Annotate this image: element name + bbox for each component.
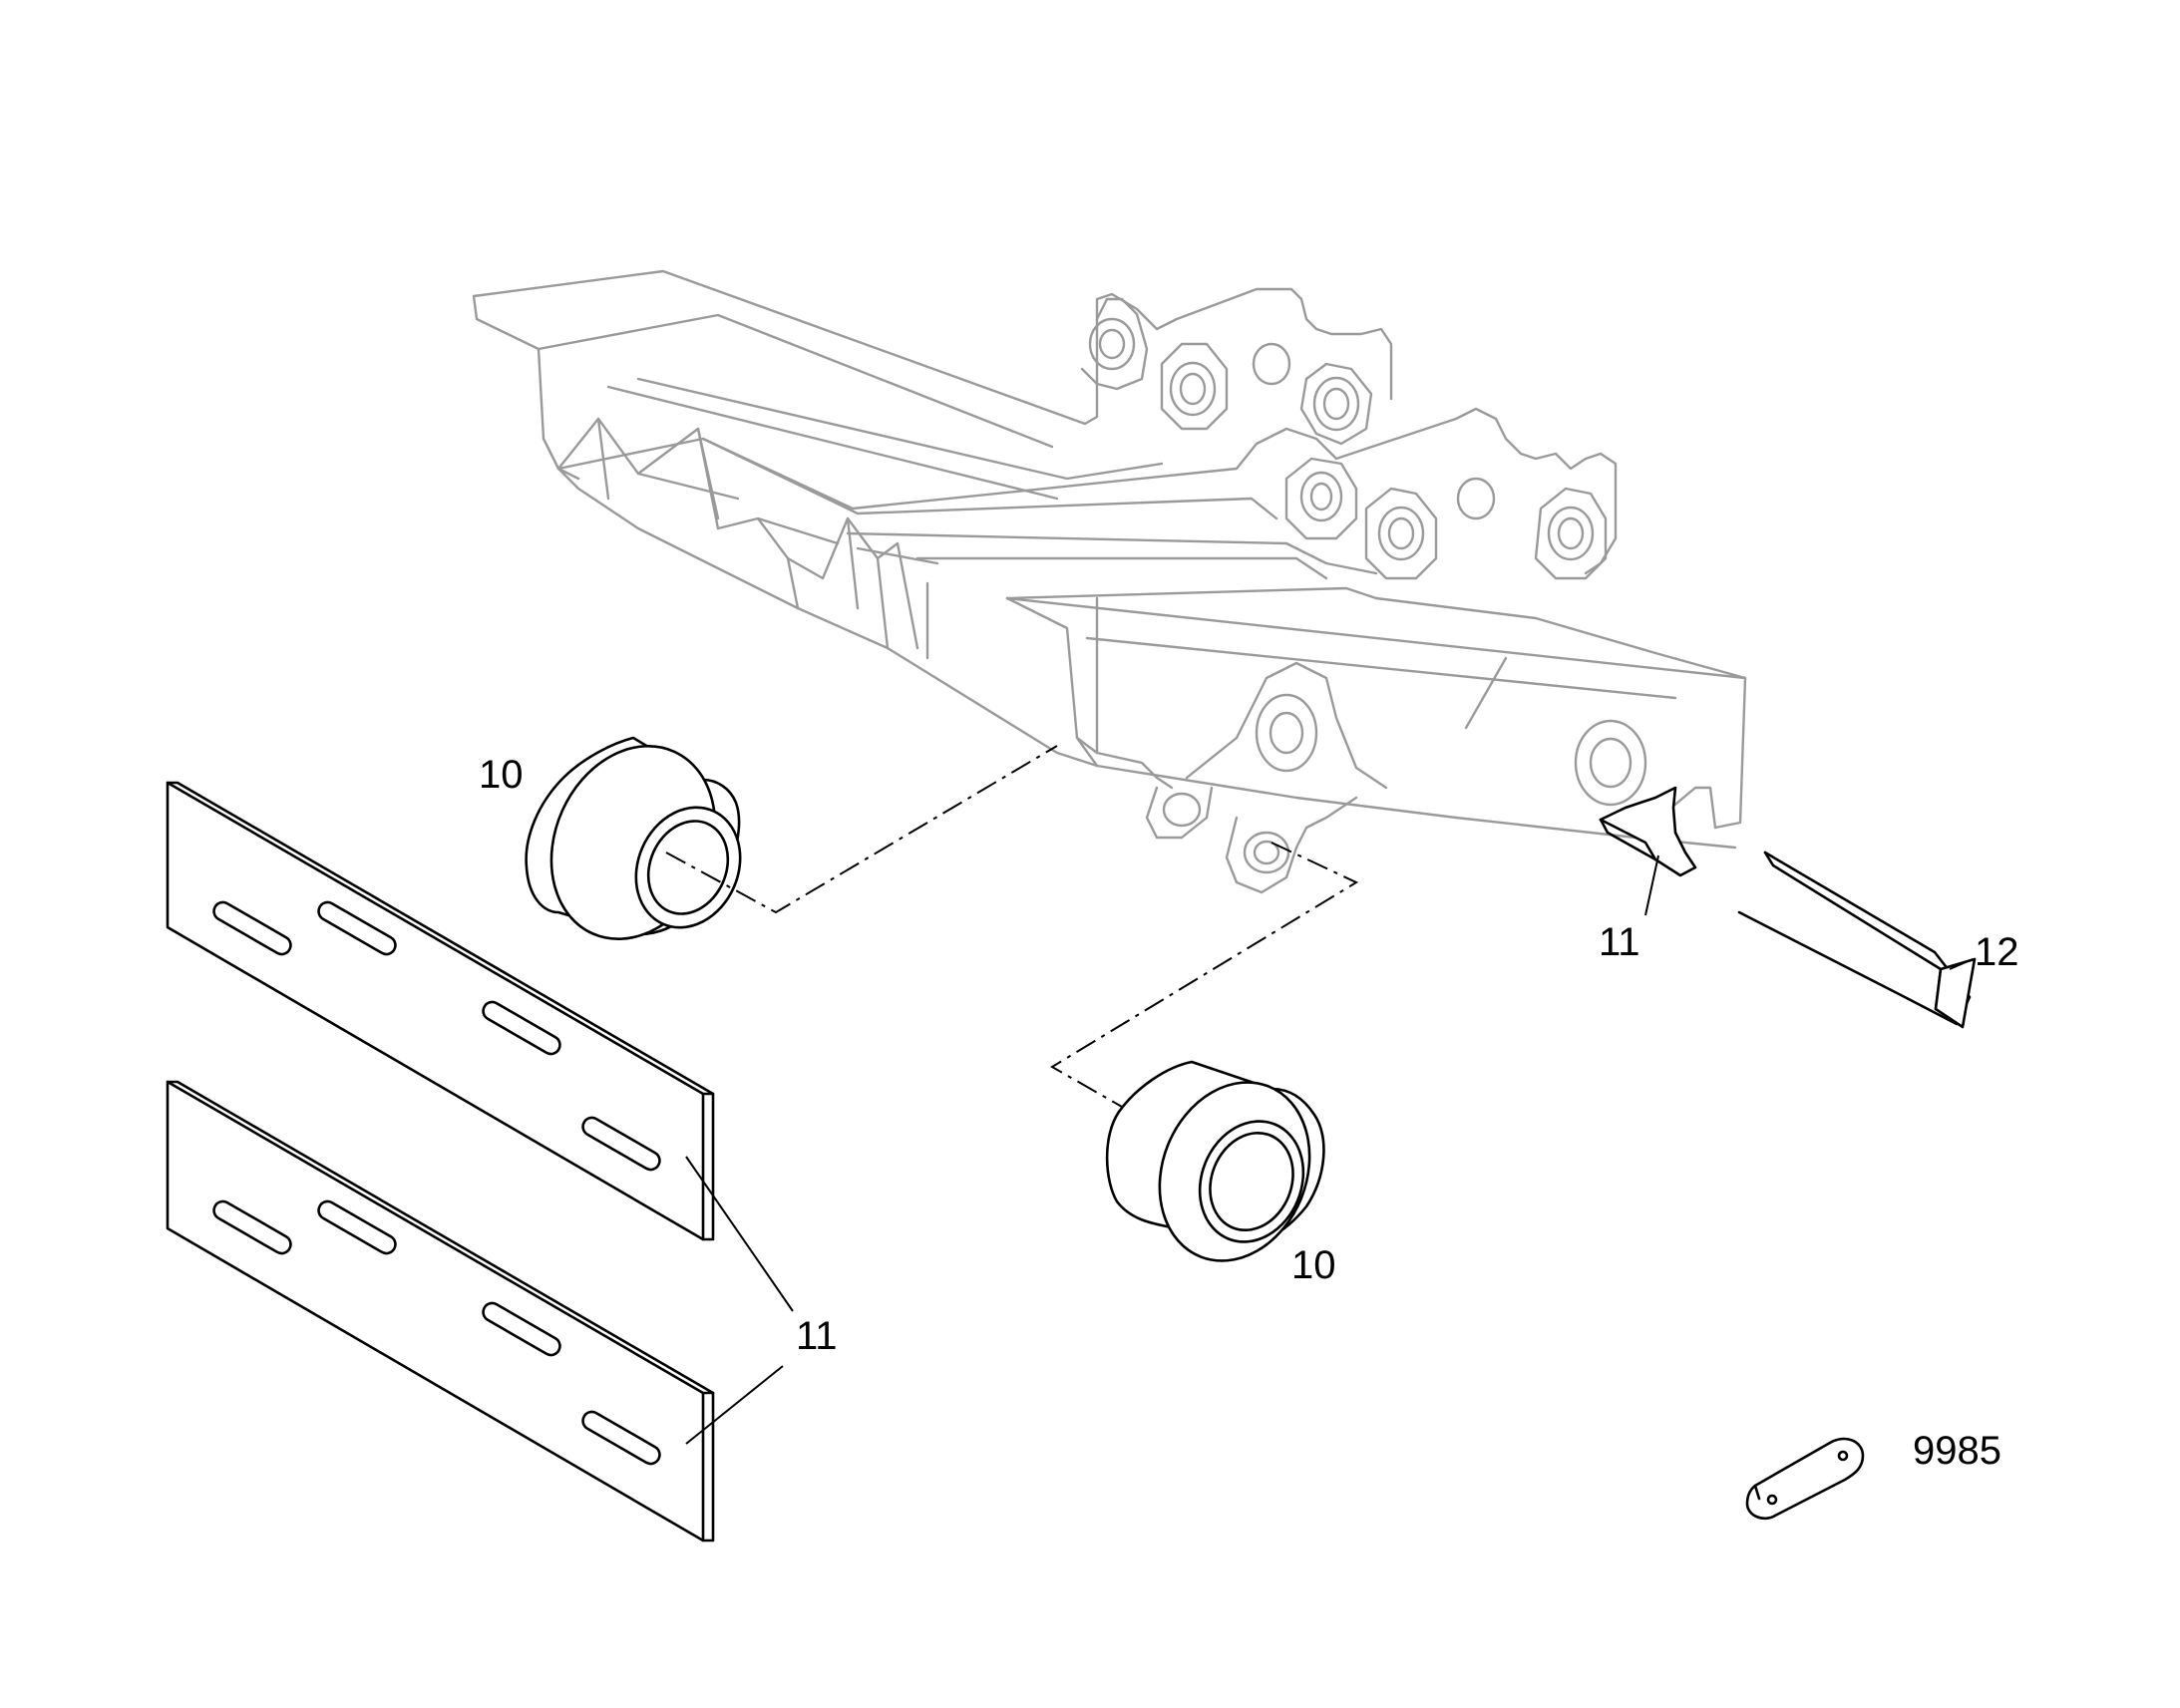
callout-11-plates: 11 (796, 1314, 838, 1358)
leader-12 (1949, 958, 1974, 970)
leader-11-plate-upper (685, 1156, 794, 1312)
centerline-upper-bushing (665, 745, 1058, 914)
callout-9985: 9985 (1913, 1429, 2001, 1473)
callout-12: 12 (1975, 930, 2019, 974)
bushing-upper[interactable] (522, 720, 759, 965)
callout-10-upper: 10 (479, 753, 524, 797)
frame-assembly-ghost (472, 269, 1747, 894)
bushing-lower[interactable] (1105, 1060, 1335, 1284)
callout-11-frame: 11 (1599, 920, 1640, 964)
frame-shim[interactable] (1599, 786, 1697, 877)
identification-plate-9985[interactable] (1745, 1437, 1865, 1521)
callout-10-lower: 10 (1291, 1243, 1336, 1287)
shim-plate-lower[interactable] (166, 1080, 715, 1542)
bar-12[interactable] (1737, 851, 1977, 1029)
leader-11-plate-lower (685, 1365, 784, 1445)
shim-plate-upper[interactable] (166, 781, 715, 1241)
centerline-lower-bushing (1050, 842, 1359, 1108)
leader-11-frame (1644, 854, 1659, 916)
